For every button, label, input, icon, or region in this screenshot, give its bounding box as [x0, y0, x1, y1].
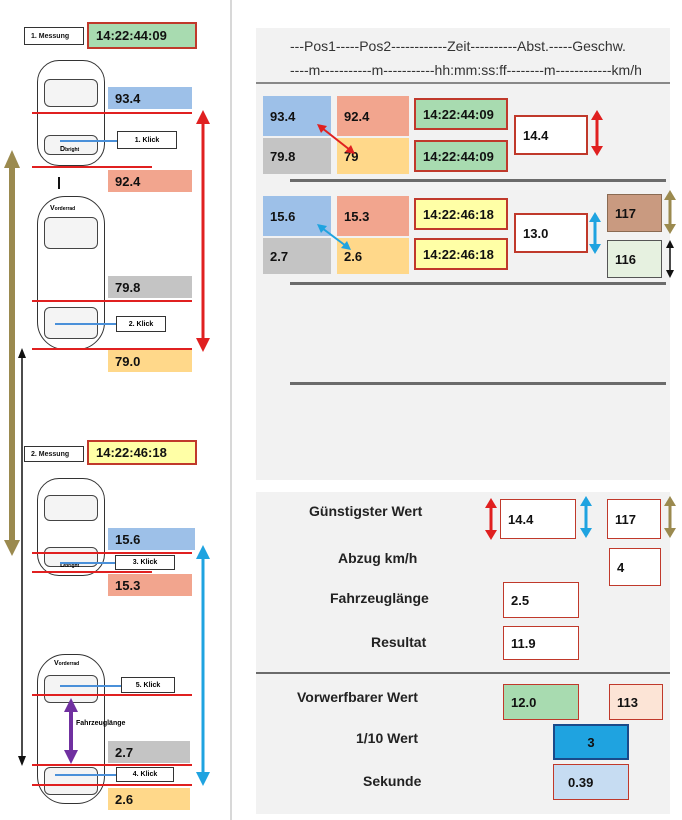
- klick-line: [55, 323, 117, 325]
- t1-abstand: 14.4: [514, 115, 588, 155]
- t1-pos2-a: 92.4: [337, 96, 409, 136]
- car-window: [44, 767, 98, 795]
- klick-1-label: 1. Klick: [117, 131, 177, 149]
- t2-abstand: 13.0: [514, 213, 588, 253]
- t2-pos2-b: 2.6: [337, 238, 409, 274]
- t1-pos2-b: 79: [337, 138, 409, 174]
- value-pos1-fourth: 2.7: [108, 741, 190, 763]
- zehntel-label: 1/10 Wert: [356, 730, 418, 746]
- car-brand-label: Dbright: [60, 146, 80, 153]
- car-window: [44, 217, 98, 249]
- header-separator: [256, 82, 670, 84]
- value-pos2-fourth: 2.6: [108, 788, 190, 810]
- car-brand-label: Vorderrad: [50, 205, 76, 212]
- table-separator: [290, 282, 666, 285]
- guenstigster-speed: 117: [607, 499, 661, 539]
- klick-line: [60, 140, 118, 142]
- measure-line: [32, 348, 192, 350]
- vorwerfbar-value: 12.0: [503, 684, 579, 720]
- t2-speed-b: 116: [607, 240, 662, 278]
- klick-line: [60, 562, 116, 564]
- messung1-label: 1. Messung: [24, 27, 84, 45]
- t2-pos1-a: 15.6: [263, 196, 331, 236]
- messung1-time: 14:22:44:09: [87, 22, 197, 49]
- divider: [230, 0, 232, 820]
- left-diagram: 1. Messung 14:22:44:09 Dbright Vorderrad…: [0, 0, 230, 820]
- klick-3-label: 3. Klick: [115, 555, 175, 570]
- klick-5-label: 5. Klick: [121, 677, 175, 693]
- value-pos1-first: 93.4: [108, 87, 192, 109]
- results-separator: [256, 672, 670, 674]
- value-pos2-third: 15.3: [108, 574, 192, 596]
- resultat-label: Resultat: [371, 634, 427, 650]
- header-units: ----m-----------m-----------hh:mm:ss:ff-…: [290, 62, 642, 78]
- messung2-label: 2. Messung: [24, 446, 84, 462]
- car-brand-label: Dbright: [60, 562, 80, 569]
- measure-line: [32, 112, 192, 114]
- t1-pos1-b: 79.8: [263, 138, 331, 174]
- guenstigster-label: Günstigster Wert: [309, 503, 423, 519]
- zehntel-value: 3: [553, 724, 629, 760]
- vorwerfbar-speed: 113: [609, 684, 663, 720]
- left-arrows: [4, 110, 210, 786]
- t2-pos2-a: 15.3: [337, 196, 409, 236]
- klick-line: [60, 685, 122, 687]
- measure-line: [32, 694, 192, 696]
- t2-zeit-a: 14:22:46:18: [414, 198, 508, 230]
- abzug-value: 4: [609, 548, 661, 586]
- header-columns: ---Pos1-----Pos2------------Zeit--------…: [290, 38, 626, 54]
- car-brand-label: Vorderrad: [54, 660, 80, 667]
- abzug-label: Abzug km/h: [338, 550, 418, 566]
- klick-line: [55, 774, 117, 776]
- car-window: [44, 495, 98, 521]
- guenstigster-abst: 14.4: [500, 499, 576, 539]
- fahrzeuglaenge-result-label: Fahrzeuglänge: [330, 590, 429, 606]
- resultat-value: 11.9: [503, 626, 579, 660]
- fahrzeuglaenge-value: 2.5: [503, 582, 579, 618]
- measure-line: [32, 552, 192, 554]
- value-pos2-first: 92.4: [108, 170, 192, 192]
- car-window: [44, 79, 98, 107]
- messung2-time: 14:22:46:18: [87, 440, 197, 465]
- klick-2-label: 2. Klick: [116, 316, 166, 332]
- table-separator: [290, 382, 666, 385]
- measure-line: [32, 166, 152, 168]
- table-separator: [290, 179, 666, 182]
- t1-zeit-b: 14:22:44:09: [414, 140, 508, 172]
- klick-4-label: 4. Klick: [116, 767, 174, 782]
- t2-speed-a: 117: [607, 194, 662, 232]
- value-pos1-second: 79.8: [108, 276, 192, 298]
- measure-line: [32, 784, 192, 786]
- marker-tick: [58, 177, 60, 189]
- sekunde-value: 0.39: [553, 764, 629, 800]
- measure-line: [32, 300, 192, 302]
- value-pos1-third: 15.6: [108, 528, 195, 550]
- sekunde-label: Sekunde: [363, 773, 422, 789]
- t1-zeit-a: 14:22:44:09: [414, 98, 508, 130]
- fahrzeuglaenge-label: Fahrzeuglänge: [76, 720, 126, 727]
- value-pos2-second: 79.0: [108, 350, 192, 372]
- t2-pos1-b: 2.7: [263, 238, 331, 274]
- t2-zeit-b: 14:22:46:18: [414, 238, 508, 270]
- results-panel: [256, 492, 670, 814]
- measure-line: [32, 571, 152, 573]
- vorwerfbar-label: Vorwerfbarer Wert: [297, 689, 418, 705]
- measure-line: [32, 764, 192, 766]
